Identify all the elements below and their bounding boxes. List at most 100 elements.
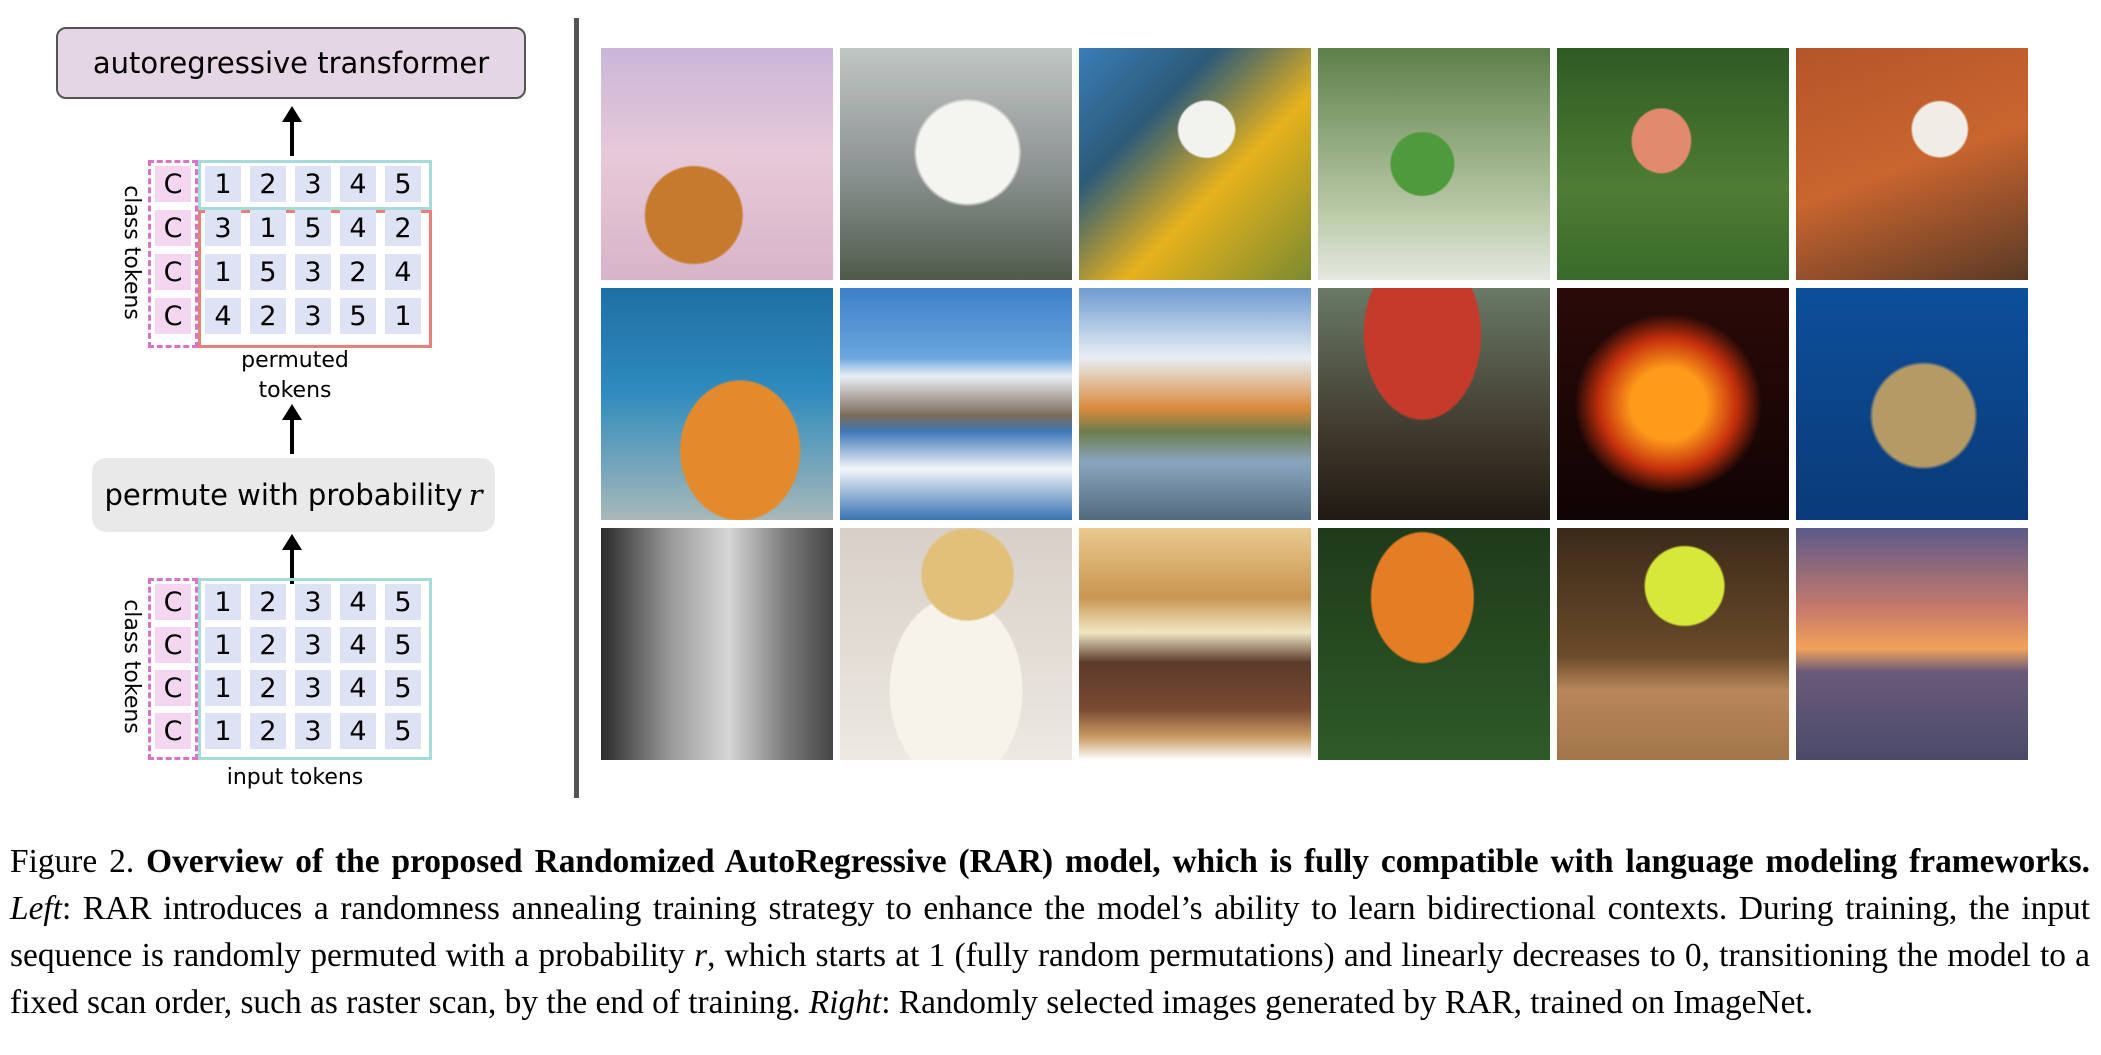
golden-retriever-image-fill xyxy=(601,48,833,280)
caption-bold: Overview of the proposed Randomized Auto… xyxy=(146,843,2090,880)
coral-reef-image-fill xyxy=(601,288,833,520)
arrow-up-icon xyxy=(282,534,302,584)
class-token: C xyxy=(155,670,191,706)
image-token: 4 xyxy=(340,166,376,202)
image-token: 2 xyxy=(385,210,421,246)
sea-turtle-image-fill xyxy=(1796,288,2028,520)
image-token: 1 xyxy=(385,298,421,334)
sunset-lake-image xyxy=(1796,528,2028,760)
caption-right-text: : Randomly selected images generated by … xyxy=(881,984,1814,1021)
image-token: 3 xyxy=(295,254,331,290)
macaw-image xyxy=(1079,48,1311,280)
image-token: 1 xyxy=(205,627,241,663)
class-token: C xyxy=(155,298,191,334)
image-token: 4 xyxy=(340,627,376,663)
volcano-mountain-image-fill xyxy=(840,288,1072,520)
image-token: 3 xyxy=(295,713,331,749)
permuted-tokens-label: permuted tokens xyxy=(210,346,380,406)
permuted-label-line2: tokens xyxy=(258,378,332,403)
input-tokens-label: input tokens xyxy=(226,765,364,790)
flamingo-image xyxy=(1557,48,1789,280)
lava-volcano-image-fill xyxy=(1557,288,1789,520)
sunset-lake-image-fill xyxy=(1796,528,2028,760)
macaw-image-fill xyxy=(1079,48,1311,280)
monarch-butterfly-image-fill xyxy=(1318,528,1550,760)
red-panda-image xyxy=(1796,48,2028,280)
permuted-label-line1: permuted xyxy=(241,348,349,373)
mushroom-image xyxy=(1318,288,1550,520)
figure-caption: Figure 2. Overview of the proposed Rando… xyxy=(10,838,2090,1026)
coral-reef-image xyxy=(601,288,833,520)
arrow-up-icon xyxy=(282,404,302,454)
image-token: 5 xyxy=(295,210,331,246)
volcano-mountain-image xyxy=(840,288,1072,520)
lorikeet-image-fill xyxy=(1318,48,1550,280)
permute-box: permute with probability r xyxy=(92,458,495,532)
lake-landscape-image xyxy=(1079,288,1311,520)
image-token: 5 xyxy=(385,166,421,202)
image-token: 2 xyxy=(250,166,286,202)
image-token: 5 xyxy=(385,713,421,749)
mushroom-image-fill xyxy=(1318,288,1550,520)
dessert-plate-image-fill xyxy=(840,528,1072,760)
image-token: 1 xyxy=(205,670,241,706)
image-token: 1 xyxy=(205,166,241,202)
image-token: 2 xyxy=(250,713,286,749)
permute-label: permute with probability xyxy=(104,478,463,512)
monarch-butterfly-image xyxy=(1318,528,1550,760)
probability-variable: r xyxy=(468,478,483,512)
lorikeet-image xyxy=(1318,48,1550,280)
image-token: 1 xyxy=(205,584,241,620)
vertical-divider xyxy=(574,18,579,798)
image-token: 2 xyxy=(250,670,286,706)
image-token: 3 xyxy=(295,584,331,620)
rar-diagram: autoregressive transformer class tokens … xyxy=(0,0,570,800)
image-token: 4 xyxy=(340,210,376,246)
image-token: 5 xyxy=(385,584,421,620)
cheeseburger-image-fill xyxy=(1079,528,1311,760)
class-tokens-label-lower: class tokens xyxy=(118,599,144,734)
image-token: 5 xyxy=(340,298,376,334)
class-token: C xyxy=(155,254,191,290)
image-token: 2 xyxy=(250,298,286,334)
tennis-ball-image xyxy=(1557,528,1789,760)
image-token: 2 xyxy=(340,254,376,290)
dessert-plate-image xyxy=(840,528,1072,760)
image-token: 3 xyxy=(295,627,331,663)
image-token: 3 xyxy=(205,210,241,246)
caption-left-text: : RAR introduces a randomness annealing … xyxy=(10,890,2090,974)
arrow-up-icon xyxy=(282,106,302,156)
caption-variable-r: r xyxy=(694,937,708,974)
image-token: 5 xyxy=(385,670,421,706)
image-token: 1 xyxy=(250,210,286,246)
cheeseburger-image xyxy=(1079,528,1311,760)
caption-right-label: Right xyxy=(808,984,882,1021)
class-tokens-label-upper: class tokens xyxy=(118,185,144,320)
input-tokens-outline xyxy=(198,578,432,760)
sea-turtle-image xyxy=(1796,288,2028,520)
class-token-column-lower xyxy=(148,578,198,760)
caption-left-label: Left xyxy=(10,890,62,927)
class-token: C xyxy=(155,713,191,749)
class-token: C xyxy=(155,584,191,620)
fountain-child-image-fill xyxy=(601,528,833,760)
class-token: C xyxy=(155,166,191,202)
flamingo-image-fill xyxy=(1557,48,1789,280)
autoregressive-transformer-box: autoregressive transformer xyxy=(56,27,526,99)
image-token: 2 xyxy=(250,627,286,663)
image-token: 2 xyxy=(250,584,286,620)
class-token-column-upper xyxy=(148,160,198,348)
image-token: 4 xyxy=(385,254,421,290)
image-token: 3 xyxy=(295,166,331,202)
image-token: 4 xyxy=(205,298,241,334)
lava-volcano-image xyxy=(1557,288,1789,520)
image-token: 3 xyxy=(295,298,331,334)
image-token: 4 xyxy=(340,713,376,749)
golden-retriever-image xyxy=(601,48,833,280)
lake-landscape-image-fill xyxy=(1079,288,1311,520)
image-token: 4 xyxy=(340,584,376,620)
cockatoo-image xyxy=(840,48,1072,280)
figure-number: Figure 2. xyxy=(10,843,135,880)
autoregressive-transformer-label: autoregressive transformer xyxy=(92,46,490,80)
image-token: 1 xyxy=(205,254,241,290)
